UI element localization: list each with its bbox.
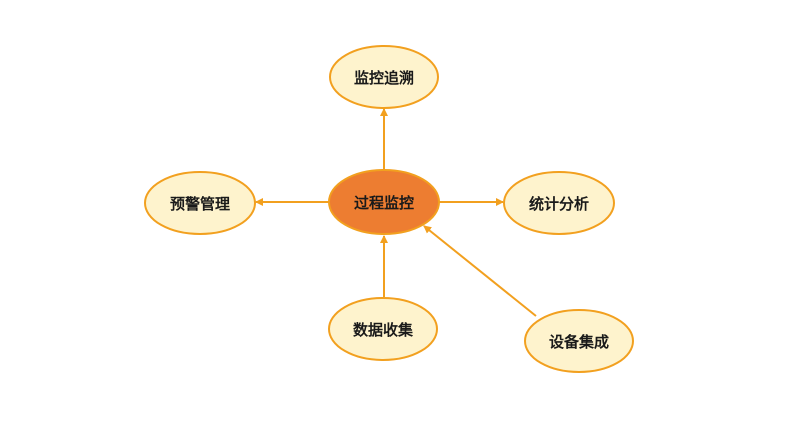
node-trace: 监控追溯 — [353, 68, 414, 87]
node-collect-shape — [328, 297, 438, 361]
node-stats-shape — [503, 171, 615, 235]
node-integration-shape — [524, 309, 634, 373]
node-warning: 预警管理 — [169, 194, 230, 213]
node-integration: 设备集成 — [548, 332, 609, 351]
center-node-shape — [328, 169, 440, 235]
node-stats: 统计分析 — [528, 194, 589, 213]
node-trace-shape — [329, 45, 439, 109]
node-warning-shape — [144, 171, 256, 235]
arrow-from-integration — [423, 225, 537, 317]
center-node: 过程监控 — [353, 193, 414, 212]
node-collect: 数据收集 — [352, 320, 413, 339]
